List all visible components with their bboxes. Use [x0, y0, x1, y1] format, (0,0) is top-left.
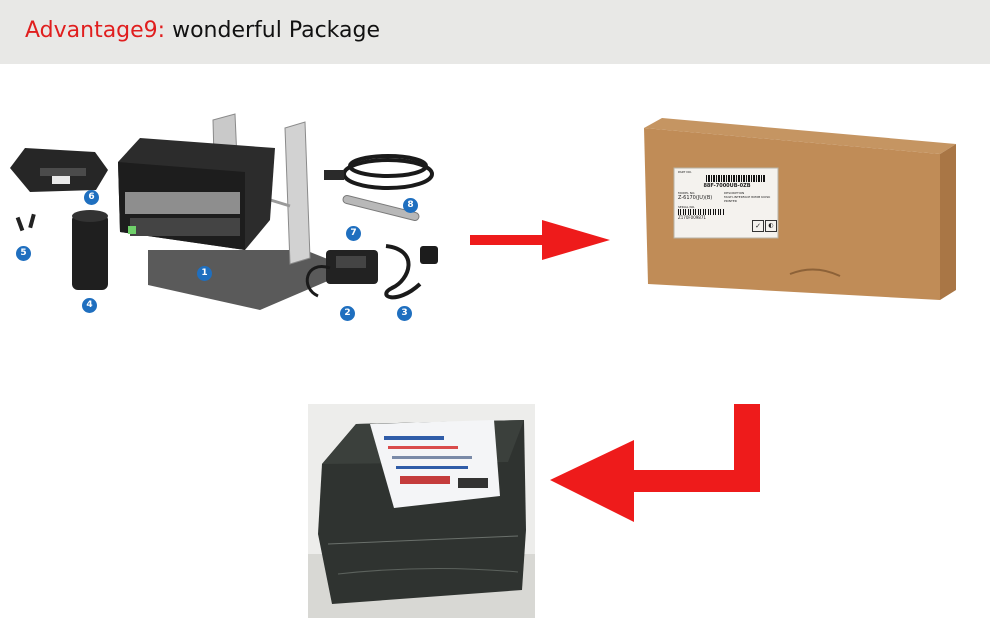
model-value: Z-6170(JU)(B): [678, 195, 713, 201]
metal-rod: [342, 195, 420, 221]
box-side: [940, 144, 956, 300]
adapter-cable: [305, 265, 331, 298]
power-plug: [420, 246, 438, 264]
box-tab: [789, 268, 841, 277]
check-mark-icon: ✓: [752, 220, 764, 232]
label-stripe-blue: [384, 436, 444, 440]
usb-cable-loop: [348, 154, 428, 178]
paper-roll-top: [72, 210, 108, 222]
printer-parts-drawing: [10, 113, 438, 310]
header-band: Advantage9: wonderful Package: [0, 0, 990, 64]
serial-barcode: [678, 209, 724, 215]
roll-holder-right: [284, 121, 311, 265]
printer-green-part: [128, 226, 136, 234]
label-stamp: [400, 476, 450, 484]
model-caption: MODEL NO.: [678, 191, 696, 195]
part-no-barcode: [706, 175, 766, 182]
power-cord: [384, 244, 422, 300]
right-arrow-icon: [466, 218, 612, 262]
hook-arrow-icon: [548, 400, 764, 526]
description-value: MULTI-INTERFACE 80MM KIOSK PRINTER: [724, 195, 771, 203]
label-stripe-red: [388, 446, 458, 449]
description-caption: DESCRIPTION: [724, 191, 745, 195]
callout-5: 5: [16, 246, 31, 261]
callout-6: 6: [84, 190, 99, 205]
title-rest: wonderful Package: [165, 18, 381, 43]
page-title: Advantage9: wonderful Package: [25, 16, 380, 46]
callout-7: 7: [346, 226, 361, 241]
printer-parts-image: 1 2 3 4 5 6 7 8: [0, 110, 450, 340]
screw-right: [28, 213, 36, 229]
label-stripe-grey: [392, 456, 472, 459]
wrapped-package-drawing: [308, 404, 535, 618]
usb-plug: [324, 170, 344, 180]
wrap-seam: [327, 535, 519, 545]
printer-paper-exit: [130, 218, 240, 236]
box-top-edge: [644, 118, 956, 154]
box-label-content: PART NO. 88F-7000UB-0ZB MODEL NO. Z-6170…: [678, 170, 776, 220]
ce-mark-icon: ◐: [765, 220, 777, 232]
serial-value: Z170F009871: [678, 215, 706, 220]
printer-metal-plate: [125, 192, 240, 214]
callout-8: 8: [403, 198, 418, 213]
screw-left: [15, 216, 25, 232]
wrapped-package-image: [308, 404, 535, 618]
callout-3: 3: [397, 306, 412, 321]
adapter-label: [336, 256, 366, 268]
wrap-fold: [337, 567, 519, 575]
part-no-value: 88F-7000UB-0ZB: [703, 183, 751, 189]
label-stripe-blue-2: [396, 466, 468, 469]
paper-roll: [72, 214, 108, 290]
callout-4: 4: [82, 298, 97, 313]
callout-1: 1: [197, 266, 212, 281]
label-barcode: [458, 478, 488, 488]
part-no-caption: PART NO.: [678, 170, 692, 174]
serial-caption: SERIAL NO.: [678, 205, 695, 209]
printer-stand: [148, 250, 330, 310]
presenter-pcb: [52, 176, 70, 184]
presenter-slot: [40, 168, 86, 176]
title-prefix: Advantage9:: [25, 18, 166, 43]
cardboard-box-image: PART NO. 88F-7000UB-0ZB MODEL NO. Z-6170…: [640, 114, 958, 304]
callout-2: 2: [340, 306, 355, 321]
